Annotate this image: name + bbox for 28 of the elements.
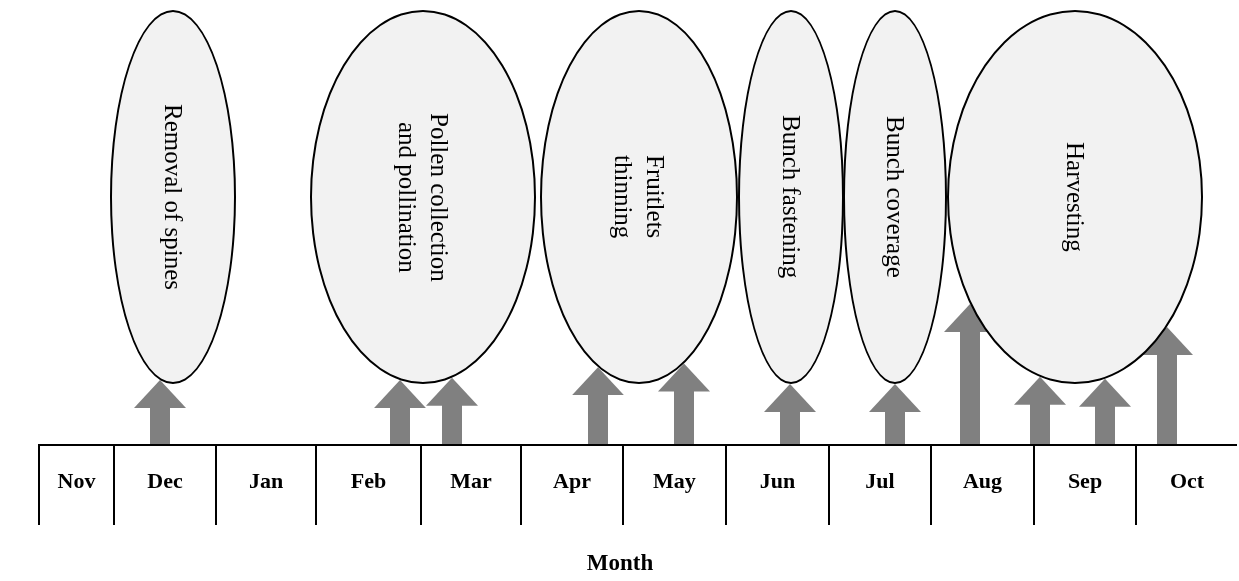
timeline-cell: Jun	[725, 444, 828, 525]
stage-label: Removal of spines	[159, 103, 188, 291]
stage-label: Pollen collection and pollination	[393, 111, 454, 284]
stage-label: Bunch fastening	[777, 115, 806, 279]
timeline-cell: Sep	[1033, 444, 1135, 525]
arrow	[426, 377, 478, 445]
arrow	[1014, 376, 1066, 445]
arrow	[658, 363, 710, 445]
timeline-cell: Feb	[315, 444, 420, 525]
stage-label: Harvesting	[1061, 142, 1090, 252]
arrow	[134, 380, 186, 445]
timeline-cell: Mar	[420, 444, 520, 525]
arrow	[374, 380, 426, 445]
timeline-cell: Aug	[930, 444, 1033, 525]
stage-label: Bunch coverage	[881, 116, 910, 278]
axis-title: Month	[585, 550, 655, 576]
arrow	[764, 383, 816, 445]
timeline-cell: Dec	[113, 444, 215, 525]
stage-label: Fruitlets thinning	[609, 154, 670, 241]
timeline-cell: May	[622, 444, 725, 525]
timeline-cell: Nov	[38, 444, 113, 525]
timeline-cell: Oct	[1135, 444, 1237, 525]
timeline-cell: Jan	[215, 444, 315, 525]
timeline-cell: Apr	[520, 444, 622, 525]
arrow	[869, 384, 921, 445]
timeline-cell: Jul	[828, 444, 930, 525]
arrow	[572, 367, 624, 445]
arrow	[1079, 378, 1131, 445]
